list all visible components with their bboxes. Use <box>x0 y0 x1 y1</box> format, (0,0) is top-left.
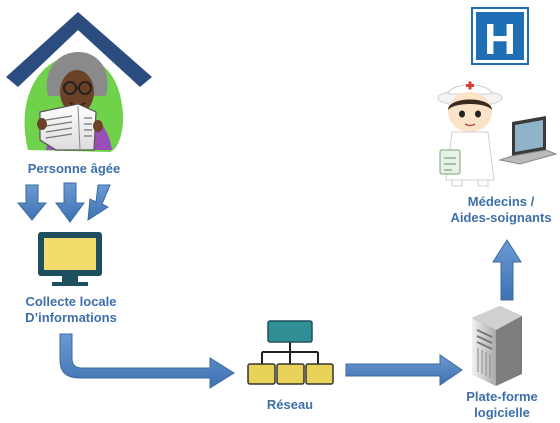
label-elderly-person: Personne âgée <box>8 161 140 177</box>
label-collector-line1: Collecte locale <box>25 294 117 309</box>
network-hierarchy-icon <box>247 320 334 385</box>
flow-arrow-network-to-platform <box>345 354 463 386</box>
monitor-icon <box>38 232 102 286</box>
label-local-collection: Collecte locale D’informations <box>4 294 138 326</box>
label-network: Réseau <box>246 397 334 413</box>
data-flow-down-arrows <box>16 182 111 223</box>
house-roof-icon <box>6 12 152 87</box>
elderly-person-icon <box>24 52 124 152</box>
label-doctors-line2: Aides-soignants <box>450 210 552 225</box>
label-platform-line2: logicielle <box>474 405 530 420</box>
label-collector-line2: D’informations <box>25 310 117 325</box>
flow-arrow-collector-to-network <box>59 333 235 389</box>
label-doctors-caregivers: Médecins / Aides-soignants <box>444 194 558 226</box>
flow-arrow-platform-to-doctors <box>492 239 522 301</box>
nurse-icon <box>437 81 503 187</box>
label-doctors-line1: Médecins / <box>467 194 535 209</box>
hospital-sign-icon <box>471 7 529 65</box>
label-platform-line1: Plate-forme <box>466 389 538 404</box>
laptop-icon <box>498 116 558 165</box>
label-software-platform: Plate-forme logicielle <box>452 389 552 421</box>
hospital-sign-letter: H <box>484 15 516 64</box>
label-network-text: Réseau <box>266 397 314 412</box>
server-tower-icon <box>472 306 522 386</box>
label-elderly-text: Personne âgée <box>27 161 121 176</box>
